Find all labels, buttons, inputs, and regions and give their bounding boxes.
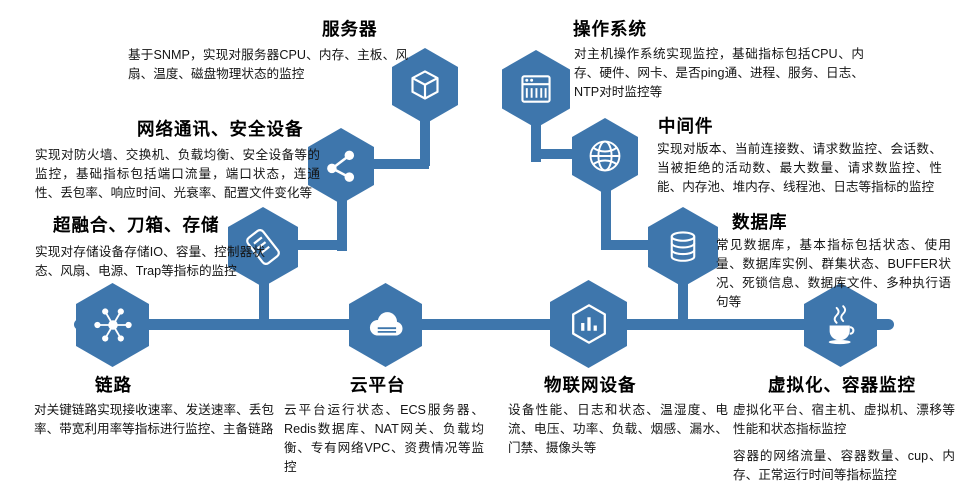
main-horizontal-line xyxy=(74,319,894,330)
os-description: 对主机操作系统实现监控，基础指标包括CPU、内存、硬件、网卡、是否ping通、进… xyxy=(574,47,864,99)
hub-network-icon xyxy=(91,303,135,347)
network-description: 实现对防火墙、交换机、负载均衡、安全设备等的监控，基础指标包括端口流量，端口状态… xyxy=(35,148,320,200)
database-title: 数据库 xyxy=(732,212,788,232)
storage-title: 超融合、刀箱、存储 xyxy=(53,215,220,235)
iot-description: 设备性能、日志和状态、温湿度、电流、电压、功率、负载、烟感、漏水、门禁、摄像头等 xyxy=(508,403,728,455)
database-hexagon xyxy=(648,207,718,287)
middleware-description: 实现对版本、当前连接数、请求数监控、会话数、当被拒绝的活动数、最大数量、请求数监… xyxy=(657,142,942,194)
share-nodes-icon xyxy=(322,147,360,185)
cube-icon xyxy=(405,66,445,106)
virtualization-description-part2: 容器的网络流量、容器数量、cup、内存、正常运行时间等指标监控 xyxy=(733,448,955,482)
connector-server-network-horizontal xyxy=(337,159,429,169)
virtualization-description-part1: 虚拟化平台、宿主机、虚拟机、漂移等性能和状态指标监控 xyxy=(733,403,955,436)
link-title: 链路 xyxy=(95,375,132,395)
storage-description: 实现对存储设备存储IO、容量、控制器状态、风扇、电源、Trap等指标的监控 xyxy=(35,245,265,278)
virtualization-description: 虚拟化平台、宿主机、虚拟机、漂移等性能和状态指标监控 容器的网络流量、容器数量、… xyxy=(733,401,955,490)
java-cup-icon xyxy=(820,304,862,346)
cloud-title: 云平台 xyxy=(350,375,406,395)
server-description: 基于SNMP，实现对服务器CPU、内存、主板、风扇、温度、磁盘物理状态的监控 xyxy=(128,48,408,81)
server-title: 服务器 xyxy=(322,19,378,39)
cloud-icon xyxy=(364,303,408,347)
database-icon xyxy=(663,227,703,267)
connector-network-vertical xyxy=(337,163,347,251)
globe-icon xyxy=(584,135,626,177)
connector-middleware-database-horizontal xyxy=(601,240,688,250)
middleware-hexagon xyxy=(572,118,638,194)
os-title: 操作系统 xyxy=(573,19,647,39)
network-hexagon xyxy=(308,128,374,204)
database-description: 常见数据库，基本指标包括状态、使用量、数据库实例、群集状态、BUFFER状况、死… xyxy=(716,238,951,309)
middleware-title: 中间件 xyxy=(658,116,714,136)
os-hexagon xyxy=(502,50,570,128)
scroll-icon xyxy=(241,225,285,269)
link-hexagon xyxy=(76,283,149,367)
connector-middleware-vertical xyxy=(601,153,611,248)
cloud-description: 云平台运行状态、ECS服务器、Redis数据库、NAT网关、负载均衡、专有网络V… xyxy=(284,403,484,474)
iot-title: 物联网设备 xyxy=(544,375,637,395)
cloud-hexagon xyxy=(349,283,422,367)
link-description: 对关键链路实现接收速率、发送速率、丢包率、带宽利用率等指标进行监控、主备链路 xyxy=(34,403,274,436)
server-rack-icon xyxy=(515,68,557,110)
connector-network-storage-horizontal xyxy=(259,240,347,250)
iot-hexagon xyxy=(550,280,627,368)
virtualization-title: 虚拟化、容器监控 xyxy=(768,375,916,395)
virtualization-hexagon xyxy=(804,283,877,367)
network-title: 网络通讯、安全设备 xyxy=(137,119,304,139)
box-chart-icon xyxy=(566,301,612,347)
